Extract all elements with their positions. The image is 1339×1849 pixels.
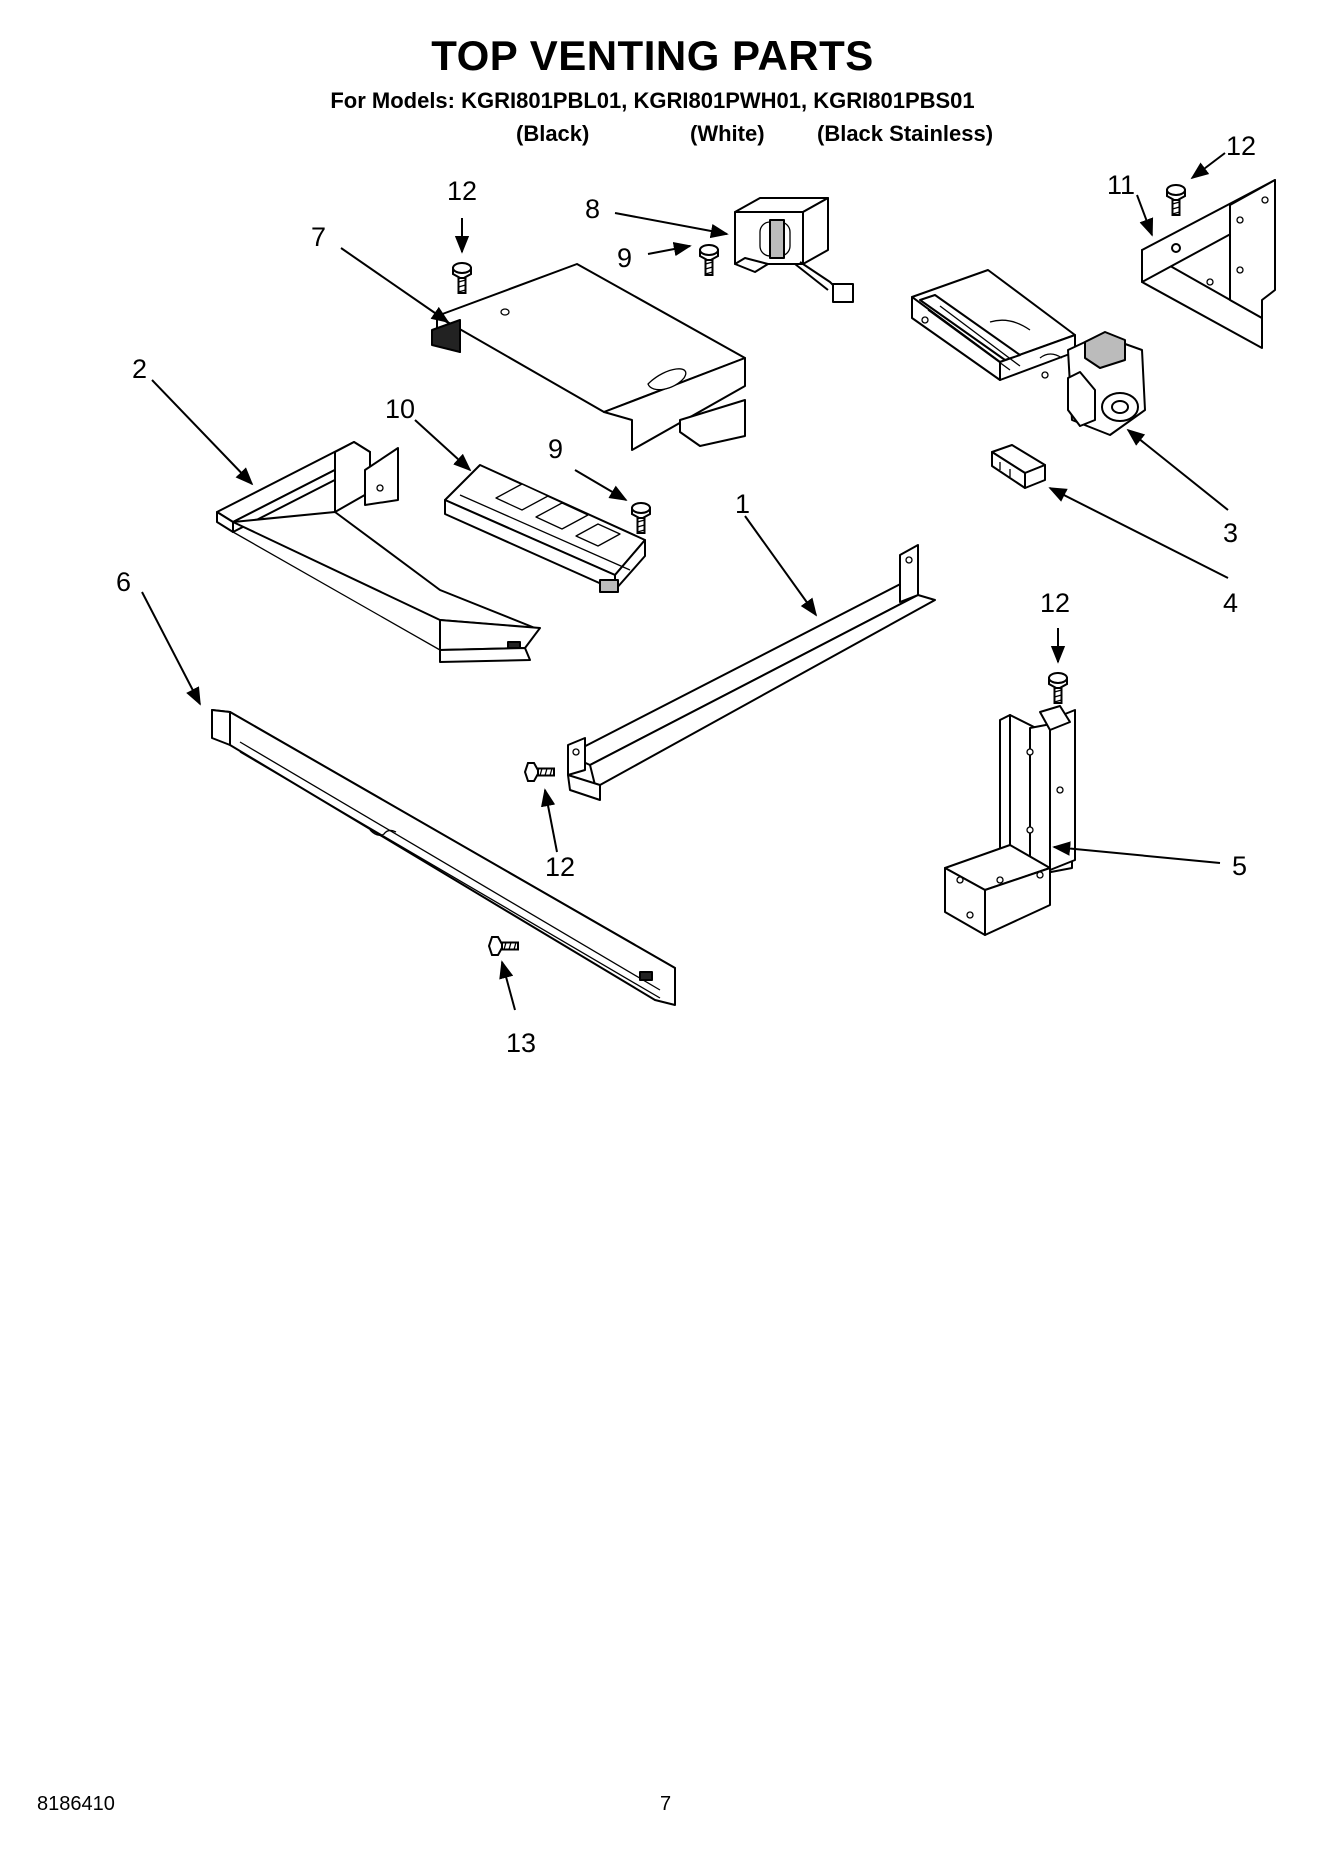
callout-9-transformer: 9	[617, 243, 632, 273]
callout-4: 4	[1223, 588, 1238, 618]
callout-7: 7	[311, 222, 326, 252]
callout-8: 8	[585, 194, 600, 224]
variant-black-stainless: (Black Stainless)	[817, 121, 994, 146]
part-4-spacer	[991, 444, 1046, 489]
page-number: 7	[660, 1793, 672, 1815]
callout-12-corner: 12	[1040, 588, 1070, 618]
part-6-vent-trim	[211, 709, 676, 1006]
variant-white: (White)	[690, 121, 765, 146]
callout-9-board: 9	[548, 434, 563, 464]
models-line: For Models: KGRI801PBL01, KGRI801PWH01, …	[330, 88, 975, 113]
leader-lines	[141, 152, 1229, 1011]
callout-2: 2	[132, 354, 147, 384]
part-2-mounting-shelf	[216, 441, 541, 663]
page-title: TOP VENTING PARTS	[431, 32, 874, 79]
part-3-motor-assembly	[911, 269, 1146, 436]
callout-12-cover: 12	[447, 176, 477, 206]
callout-5: 5	[1232, 851, 1247, 881]
part-5-corner-bracket	[944, 705, 1076, 936]
callout-6: 6	[116, 567, 131, 597]
callout-1: 1	[735, 489, 750, 519]
callout-12-bracket: 12	[1226, 131, 1256, 161]
document-number: 8186410	[37, 1793, 115, 1815]
part-7-vent-cover	[431, 263, 746, 451]
callout-13: 13	[506, 1028, 536, 1058]
part-10-control-board	[444, 464, 646, 593]
callout-11: 11	[1107, 170, 1135, 200]
variant-black: (Black)	[516, 121, 590, 146]
callout-10: 10	[385, 394, 415, 424]
part-11-bracket	[1141, 179, 1276, 349]
part-8-transformer	[734, 197, 854, 303]
part-1-front-channel	[567, 544, 936, 801]
callout-3: 3	[1223, 518, 1238, 548]
callout-12-channel: 12	[545, 852, 575, 882]
callout-labels: 1 2 3 4 5 6 7 8 9 9 10 11 12 12 12 12 13	[116, 131, 1256, 1058]
